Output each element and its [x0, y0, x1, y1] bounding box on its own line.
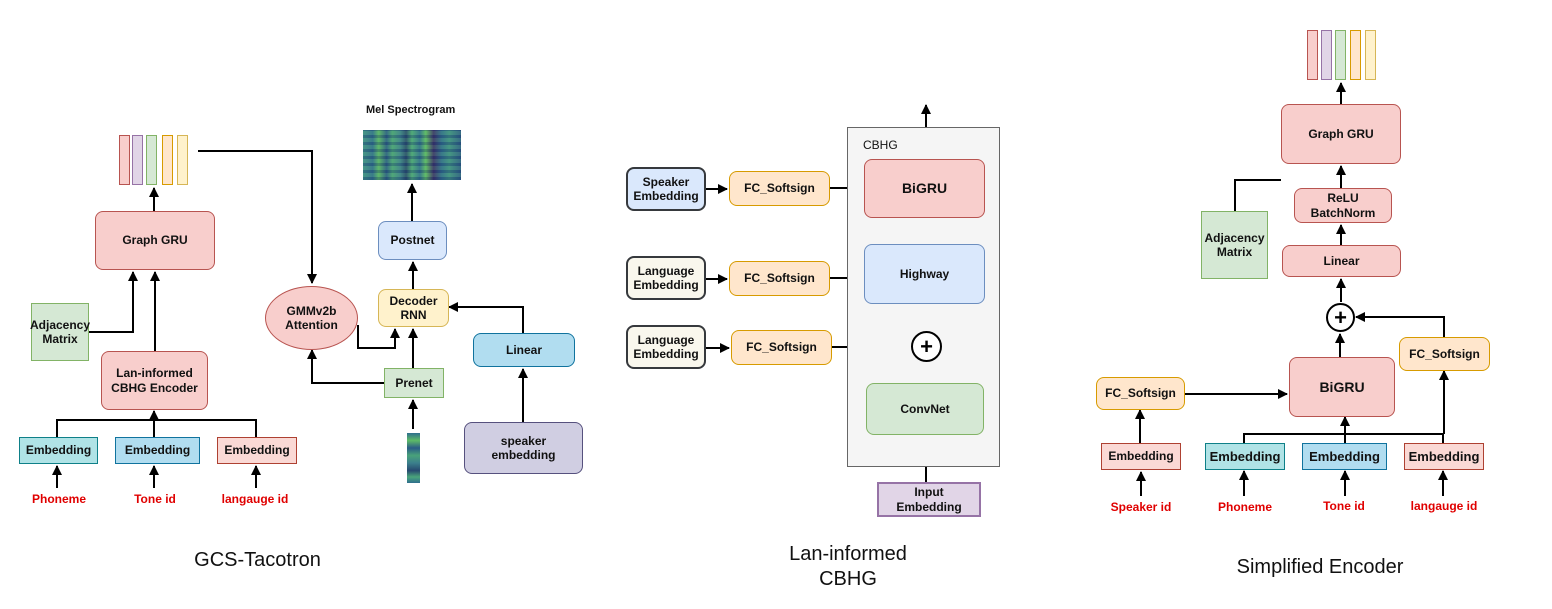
output-strip [119, 135, 130, 185]
simplified-fc-softsign-left: FC_Softsign [1096, 377, 1185, 410]
cbhg-speaker-embedding: Speaker Embedding [626, 167, 706, 211]
output-strip [1335, 30, 1346, 80]
simplified-phoneme-embedding: Embedding [1205, 443, 1285, 470]
simplified-graph-gru: Graph GRU [1281, 104, 1401, 164]
simplified-speaker-label: Speaker id [1110, 500, 1172, 514]
gcs-phoneme-embedding: Embedding [19, 437, 98, 464]
simplified-bigru: BiGRU [1289, 357, 1395, 417]
cbhg-input-embedding: Input Embedding [877, 482, 981, 517]
simplified-relu-batchnorm: ReLU BatchNorm [1294, 188, 1392, 223]
simplified-phoneme-label: Phoneme [1217, 500, 1272, 514]
output-strip [1365, 30, 1376, 80]
mel-spectrogram-title: Mel Spectrogram [366, 104, 456, 116]
simplified-tone-label: Tone id [1323, 499, 1365, 513]
output-strip [1307, 30, 1318, 80]
output-strip [146, 135, 157, 185]
simplified-linear: Linear [1282, 245, 1401, 277]
gcs-cbhg-encoder: Lan-informed CBHG Encoder [101, 351, 208, 410]
cbhg-frame-label: CBHG [863, 138, 898, 152]
gcs-prenet: Prenet [384, 368, 444, 398]
simplified-caption: Simplified Encoder [1236, 556, 1404, 578]
gcs-tone-embedding: Embedding [115, 437, 200, 464]
gcs-tone-label: Tone id [134, 492, 176, 506]
cbhg-sum-node: + [911, 331, 942, 362]
mel-spectrogram-image [363, 130, 461, 180]
output-strip [1321, 30, 1332, 80]
mel-spectrogram-bands [363, 130, 461, 180]
simplified-sum-node: + [1326, 303, 1355, 332]
gcs-decoder-rnn: Decoder RNN [378, 289, 449, 327]
gcs-phoneme-label: Phoneme [31, 492, 86, 506]
gcs-language-embedding: Embedding [217, 437, 297, 464]
gcs-linear: Linear [473, 333, 575, 367]
gcs-speaker-embedding: speaker embedding [464, 422, 583, 474]
simplified-language-label: langauge id [1410, 499, 1478, 513]
simplified-language-embedding: Embedding [1404, 443, 1484, 470]
input-spectrogram-frame [407, 433, 420, 483]
cbhg-fc-softsign-1: FC_Softsign [729, 171, 830, 206]
output-strip [177, 135, 188, 185]
gcs-caption: GCS-Tacotron [194, 549, 321, 571]
simplified-adjacency-matrix: Adjacency Matrix [1201, 211, 1268, 279]
gcs-graph-gru: Graph GRU [95, 211, 215, 270]
gcs-postnet: Postnet [378, 221, 447, 260]
output-strip [132, 135, 143, 185]
output-strip [1350, 30, 1361, 80]
cbhg-fc-softsign-3: FC_Softsign [731, 330, 832, 365]
gcs-attention: GMMv2b Attention [265, 286, 358, 350]
simplified-tone-embedding: Embedding [1302, 443, 1387, 470]
gcs-language-label: langauge id [221, 492, 289, 506]
cbhg-language-embedding-2: Language Embedding [626, 325, 706, 369]
simplified-speaker-embedding: Embedding [1101, 443, 1181, 470]
simplified-fc-softsign-right: FC_Softsign [1399, 337, 1490, 371]
cbhg-fc-softsign-2: FC_Softsign [729, 261, 830, 296]
cbhg-caption: Lan-informed CBHG [789, 543, 907, 590]
output-strip [162, 135, 173, 185]
gcs-adjacency-matrix: Adjacency Matrix [30, 303, 90, 361]
cbhg-convnet: ConvNet [866, 383, 984, 435]
cbhg-highway: Highway [864, 244, 985, 304]
cbhg-language-embedding-1: Language Embedding [626, 256, 706, 300]
cbhg-bigru: BiGRU [864, 159, 985, 218]
